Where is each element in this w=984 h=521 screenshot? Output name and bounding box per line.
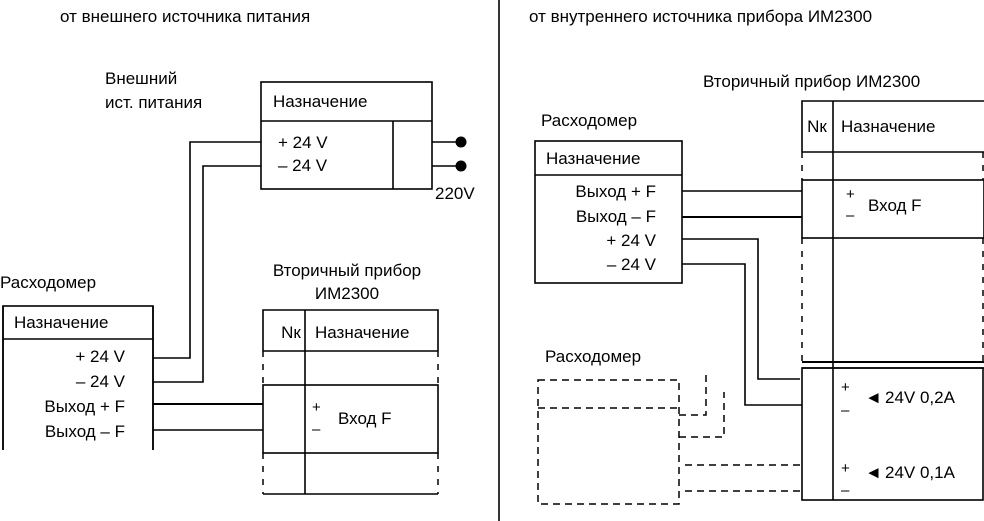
optional-flowmeter: Расходомер <box>537 347 802 505</box>
right-secondary-supply-block <box>801 367 984 501</box>
supply-2-minus: – <box>841 482 850 499</box>
right-secondary-col-purpose: Назначение <box>841 117 935 136</box>
wire-minus24-left <box>153 165 261 383</box>
left-secondary-input-label: Вход F <box>338 409 392 428</box>
optional-wire-2 <box>679 392 725 438</box>
right-secondary-input-label: Вход F <box>868 196 922 215</box>
supply-row-2: + – ◄ 24V 0,1A <box>841 460 956 499</box>
external-power-supply: Внешний ист. питания Назначение + 24 V –… <box>105 69 475 203</box>
supply-1-minus: – <box>841 402 850 419</box>
supply-1-arrow-icon: ◄ <box>865 388 882 407</box>
optional-wire-1 <box>679 375 707 416</box>
left-secondary-input-minus: – <box>312 421 321 438</box>
right-flowmeter-terminal-minus24: – 24 V <box>607 255 657 274</box>
left-secondary-label-line1: Вторичный прибор <box>273 261 421 280</box>
left-flowmeter: Расходомер Назначение + 24 V – 24 V Выхо… <box>0 273 154 521</box>
left-panel-title: от внешнего источника питания <box>60 7 310 26</box>
supply-2-label: 24V 0,1A <box>885 463 956 482</box>
optional-flowmeter-box <box>537 379 680 505</box>
power-supply-label-line1: Внешний <box>105 69 177 88</box>
wire-plus24-left <box>153 141 261 359</box>
left-secondary-col-purpose: Назначение <box>315 323 409 342</box>
right-flowmeter-box <box>534 140 683 284</box>
supply-1-plus: + <box>841 379 850 396</box>
left-flowmeter-terminal-plus24: + 24 V <box>75 347 125 366</box>
left-secondary-label-line2: ИМ2300 <box>315 284 379 303</box>
right-secondary-input-plus: + <box>846 186 855 203</box>
power-supply-label-line2: ист. питания <box>105 93 202 112</box>
wire-plus24-right <box>682 238 800 380</box>
mains-terminal-dot-1 <box>455 136 467 148</box>
right-flowmeter-terminal-out-plus: Выход + F <box>575 182 656 201</box>
optional-flowmeter-label: Расходомер <box>545 347 641 366</box>
right-flowmeter-terminal-plus24: + 24 V <box>606 231 656 250</box>
left-flowmeter-terminal-out-plus: Выход + F <box>44 397 125 416</box>
supply-2-arrow-icon: ◄ <box>865 463 882 482</box>
left-flowmeter-label: Расходомер <box>0 273 96 292</box>
left-secondary-device: Вторичный прибор ИМ2300 Nк Назначение + … <box>262 261 439 495</box>
left-secondary-col-nk: Nк <box>281 323 301 342</box>
left-secondary-header-frame <box>262 309 439 351</box>
mains-terminal-dot-2 <box>455 160 467 172</box>
right-secondary-device: Вторичный прибор ИМ2300 Nк Назначение + … <box>703 72 984 501</box>
left-flowmeter-mask <box>0 450 160 521</box>
right-secondary-col-nk: Nк <box>807 117 827 136</box>
mains-voltage-label: 220V <box>435 184 475 203</box>
right-panel-title: от внутреннего источника прибора ИМ2300 <box>529 7 872 26</box>
supply-2-plus: + <box>841 460 850 477</box>
power-supply-terminal-minus: – 24 V <box>278 156 328 175</box>
left-flowmeter-terminal-minus24: – 24 V <box>76 372 126 391</box>
left-secondary-input-block <box>262 384 439 454</box>
right-secondary-header-frame <box>801 100 984 152</box>
right-flowmeter-terminal-out-minus: Выход – F <box>576 207 656 226</box>
right-flowmeter-header: Назначение <box>546 149 640 168</box>
power-supply-box <box>260 81 433 190</box>
right-flowmeter-label: Расходомер <box>541 111 637 130</box>
left-flowmeter-terminal-out-minus: Выход – F <box>45 422 125 441</box>
supply-1-label: 24V 0,2A <box>885 388 956 407</box>
left-flowmeter-header: Назначение <box>14 313 108 332</box>
power-supply-terminal-plus: + 24 V <box>278 133 328 152</box>
right-secondary-input-minus: – <box>846 207 855 224</box>
right-flowmeter: Расходомер Назначение Выход + F Выход – … <box>534 111 683 284</box>
power-supply-header: Назначение <box>273 92 367 111</box>
left-secondary-input-plus: + <box>312 399 321 416</box>
supply-row-1: + – ◄ 24V 0,2A <box>841 379 956 419</box>
wire-minus24-right <box>682 263 802 406</box>
right-secondary-input-block <box>801 179 984 239</box>
right-secondary-label: Вторичный прибор ИМ2300 <box>703 72 920 91</box>
